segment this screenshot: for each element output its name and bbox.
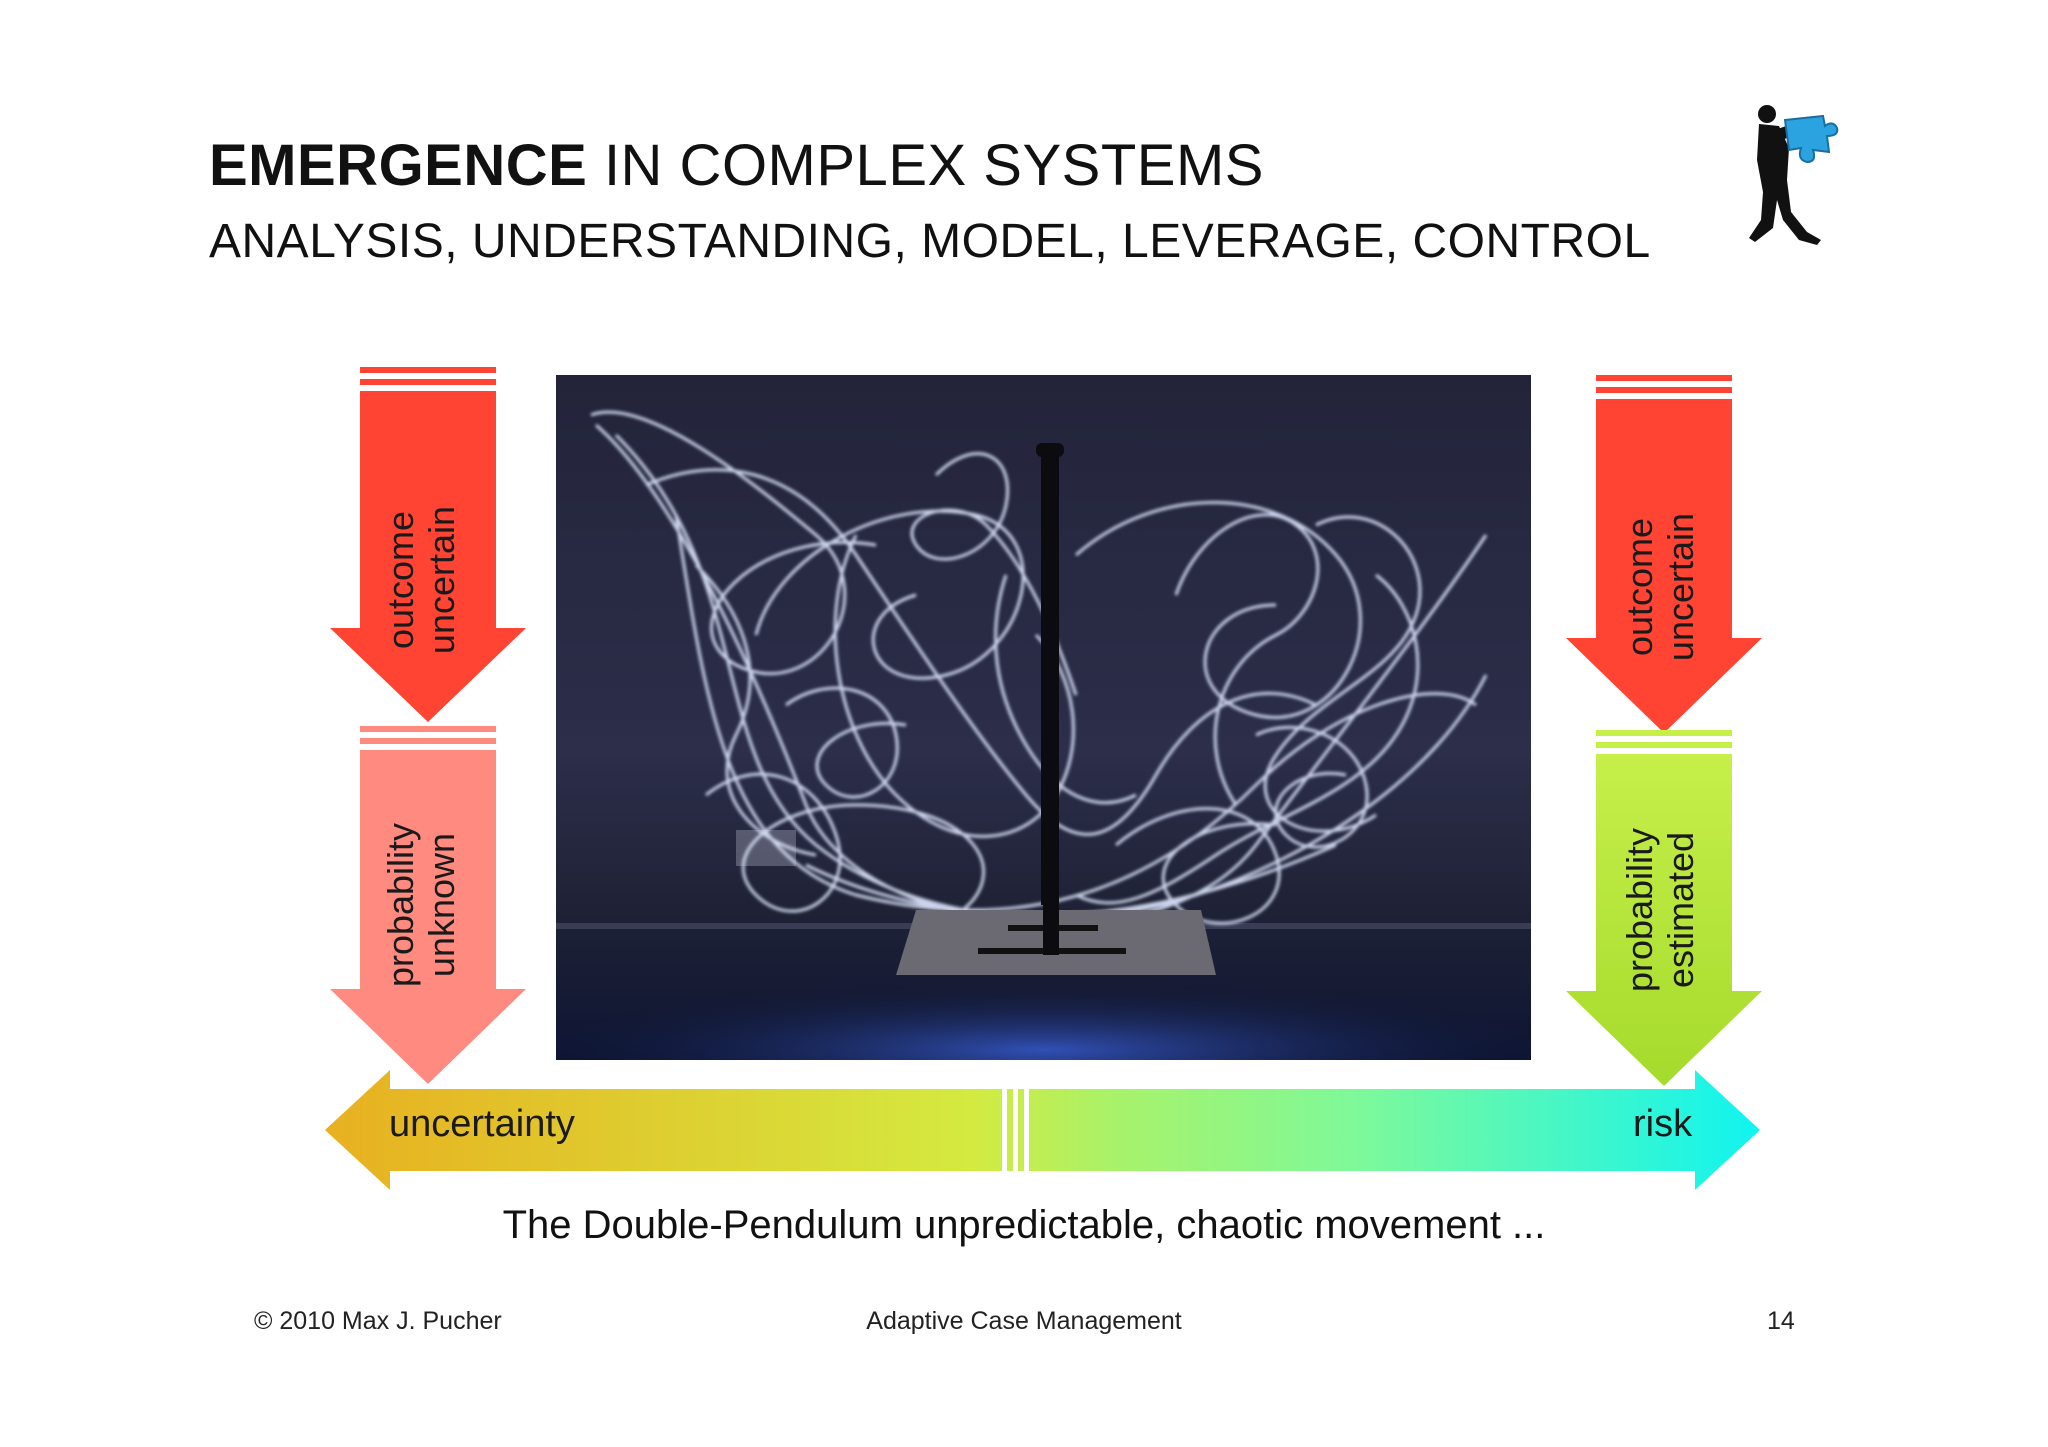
right-outcome-uncertain-label: outcome uncertain — [1619, 437, 1709, 737]
footer-center-title: Adaptive Case Management — [866, 1307, 1182, 1335]
slide-title-rest: IN COMPLEX SYSTEMS — [587, 133, 1264, 198]
slide-title-bold: EMERGENCE — [209, 133, 588, 198]
uncertainty-risk-spectrum-arrow — [325, 1070, 1760, 1190]
left-probability-unknown-label: probability unknown — [380, 755, 470, 1055]
slide-subtitle: ANALYSIS, UNDERSTANDING, MODEL, LEVERAGE… — [209, 215, 1651, 268]
left-unknown-text: unknown — [421, 832, 463, 978]
footer-copyright: © 2010 Max J. Pucher — [254, 1307, 502, 1335]
left-outcome-uncertain-label: outcome uncertain — [380, 430, 470, 730]
double-pendulum-photo — [556, 375, 1531, 1060]
spectrum-right-label: risk — [1633, 1103, 1693, 1145]
right-probability-estimated-arrow — [1566, 730, 1762, 1086]
right-outcome-text: outcome — [1619, 517, 1660, 657]
right-outcome-uncertain-arrow — [1566, 375, 1762, 733]
left-outcome-uncertain-arrow — [330, 367, 526, 722]
right-probability-estimated-label: probability estimated — [1619, 760, 1709, 1060]
left-outcome-text: outcome — [380, 510, 421, 650]
left-probability-unknown-arrow — [330, 726, 526, 1084]
slide-title: EMERGENCE IN COMPLEX SYSTEMS — [209, 132, 1264, 199]
left-uncertain-text: uncertain — [421, 505, 463, 655]
left-probability-text: probability — [380, 822, 421, 988]
right-uncertain-text: uncertain — [1660, 512, 1702, 662]
spectrum-left-label: uncertainty — [389, 1103, 575, 1145]
person-carrying-puzzle-piece-icon — [1749, 105, 1839, 245]
footer-page-number: 14 — [1767, 1307, 1795, 1335]
right-probability-text: probability — [1619, 827, 1660, 993]
slide-caption: The Double-Pendulum unpredictable, chaot… — [502, 1203, 1546, 1247]
right-estimated-text: estimated — [1660, 831, 1702, 989]
